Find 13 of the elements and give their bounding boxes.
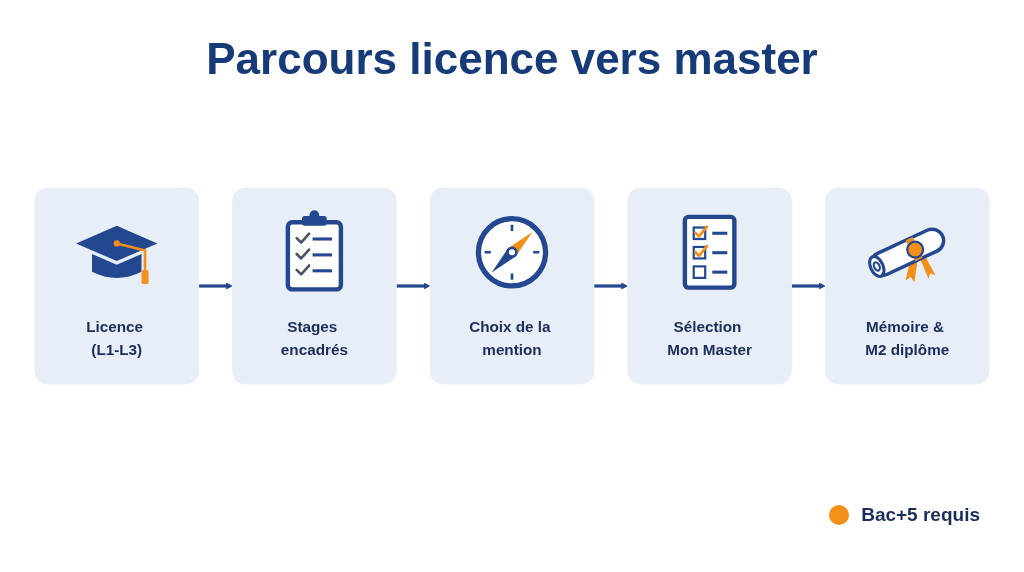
arrow xyxy=(396,282,431,290)
step-card xyxy=(824,187,990,385)
step-label: Mémoire & M2 diplôme xyxy=(865,318,950,359)
step-label: Stages encadrés xyxy=(280,318,348,359)
arrow xyxy=(593,282,628,290)
legend-label: Bac+5 requis xyxy=(861,504,980,526)
step-label: Choix de la mention xyxy=(469,318,551,359)
arrow xyxy=(791,282,826,290)
diagram-title: Parcours licence vers master xyxy=(205,34,819,84)
arrow xyxy=(198,282,233,290)
step-label: Licence (L1-L3) xyxy=(86,318,144,359)
step-label: Sélection Mon Master xyxy=(667,318,752,359)
step-card xyxy=(34,187,200,385)
